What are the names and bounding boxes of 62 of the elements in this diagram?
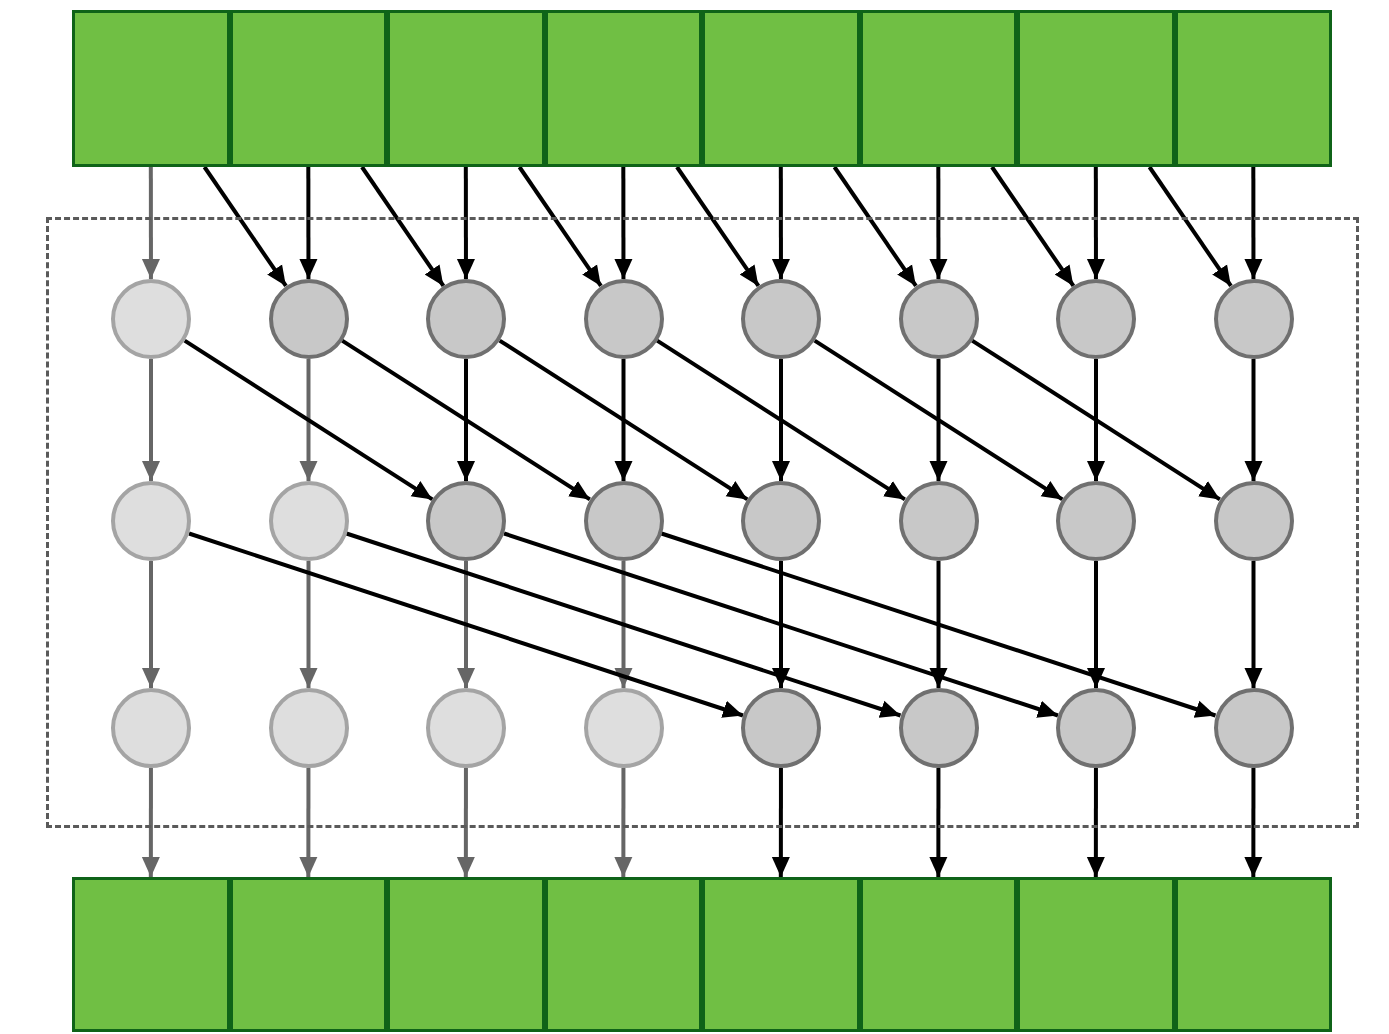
arrow [456,768,475,877]
arrow [498,338,749,502]
arrow [341,338,591,502]
arrow [360,165,446,288]
arrow [141,167,160,279]
arrow [772,359,790,481]
arrow [1086,768,1105,877]
arrow [929,561,948,688]
arrow [457,359,475,481]
array-cell [1017,877,1175,1032]
arrow [1087,561,1105,688]
arrow [832,165,918,288]
arrow [614,359,633,481]
arrow [299,768,318,877]
array-cell [72,10,230,167]
arrow [299,167,318,279]
arrow [457,561,475,688]
arrow [456,167,475,279]
arrow [142,561,160,688]
array-cell [72,877,230,1032]
array-cell [544,877,702,1032]
array-cell [544,10,702,167]
arrow [675,165,761,288]
array-cell [1017,10,1175,167]
array-cell [1174,10,1332,167]
arrow [656,338,906,502]
array-cell [387,877,545,1032]
arrow [517,165,603,288]
arrow [1244,561,1263,688]
arrow [614,768,633,877]
arrow [1087,359,1105,481]
arrow [183,338,434,502]
arrow [142,359,160,481]
arrow [202,165,288,288]
arrow [929,768,948,877]
array-cell [1174,877,1332,1032]
arrow [141,768,160,877]
arrow [771,167,790,279]
arrow [929,167,948,279]
dashed-frame [46,217,1359,828]
arrow [299,359,318,481]
arrow [1244,359,1263,481]
arrow [772,561,790,688]
arrow [813,338,1064,502]
array-cell [229,877,387,1032]
arrow [1086,167,1105,279]
array-cell [859,10,1017,167]
array-cell [859,877,1017,1032]
array-cell [387,10,545,167]
array-cell [229,10,387,167]
arrow [771,768,790,877]
arrow [614,167,633,279]
arrow [614,561,633,688]
array-cell [702,10,860,167]
arrow [1147,165,1233,288]
arrow [990,165,1076,288]
arrow [971,338,1221,502]
arrow [1244,167,1263,279]
arrow [1244,768,1263,877]
arrow [299,561,318,688]
array-cell [702,877,860,1032]
arrow [929,359,948,481]
